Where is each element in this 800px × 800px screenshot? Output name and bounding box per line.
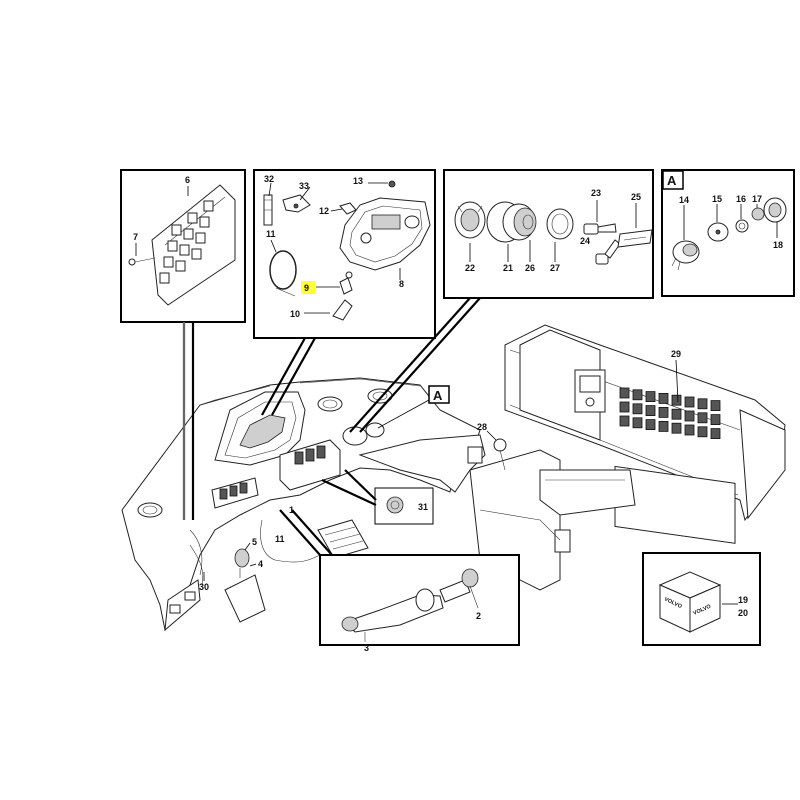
callout-32: 32: [264, 174, 274, 184]
panel-key: [167, 240, 178, 252]
overhead-switch: [710, 428, 721, 440]
overhead-switch: [645, 419, 656, 431]
panel-key: [179, 244, 190, 256]
pedal-group: [317, 519, 369, 559]
callout-7: 7: [133, 232, 138, 242]
panel-key: [183, 228, 194, 240]
overhead-switch: [619, 415, 630, 427]
callout-3: 3: [364, 643, 369, 653]
overhead-switch: [671, 394, 682, 406]
overhead-switch: [619, 387, 630, 399]
overhead-switch: [645, 391, 656, 403]
overhead-switch: [684, 396, 695, 408]
panel-key: [187, 212, 198, 224]
panel-key: [203, 200, 214, 212]
switch-grid: [619, 387, 721, 440]
callout-2: 2: [476, 611, 481, 621]
keypad-panel: [151, 184, 236, 306]
callout-31: 31: [418, 502, 428, 512]
volvo-kit-box-icon: VOLVO VOLVO: [658, 571, 722, 633]
callout-29: 29: [671, 349, 681, 359]
overhead-switch: [632, 417, 643, 429]
highlight-9: [301, 281, 315, 294]
callout-24: 24: [580, 236, 590, 246]
callout-22: 22: [465, 263, 475, 273]
callout-33: 33: [299, 181, 309, 191]
callout-18: 18: [773, 240, 783, 250]
overhead-switch: [658, 420, 669, 432]
overhead-switch: [658, 392, 669, 404]
view-marker-a-main: A: [433, 388, 443, 403]
overhead-switch: [671, 408, 682, 420]
callout-21: 21: [503, 263, 513, 273]
callout-12: 12: [319, 206, 329, 216]
detail-box-cluster: [253, 169, 436, 339]
panel-key: [159, 272, 170, 284]
callout-1: 1: [289, 505, 294, 515]
overhead-switch: [697, 398, 708, 410]
panel-key: [199, 216, 210, 228]
callout-26: 26: [525, 263, 535, 273]
key-icon: [583, 223, 617, 235]
callout-11-main: 11: [275, 534, 285, 544]
callout-10: 10: [290, 309, 300, 319]
callout-20: 20: [738, 608, 748, 618]
callout-27: 27: [550, 263, 560, 273]
callout-labels: 6 7 32 33 13 12 11 9 8 10 22 21 26 27 23…: [133, 173, 783, 653]
overhead-switch: [632, 403, 643, 415]
view-marker-a: A: [667, 173, 677, 188]
callout-25: 25: [631, 192, 641, 202]
overhead-switch: [632, 389, 643, 401]
panel-key: [175, 260, 186, 272]
callout-15: 15: [712, 194, 722, 204]
overhead-switch: [671, 422, 682, 434]
callout-19: 19: [738, 595, 748, 605]
detail-box-view-a: [661, 169, 795, 297]
callout-13: 13: [353, 176, 363, 186]
callout-11: 11: [266, 229, 276, 239]
overhead-switch: [684, 410, 695, 422]
callout-30: 30: [199, 582, 209, 592]
callout-5: 5: [252, 537, 257, 547]
overhead-switch: [645, 405, 656, 417]
callout-16: 16: [736, 194, 746, 204]
plug-4: [224, 548, 266, 623]
panel-key: [163, 256, 174, 268]
overhead-switch: [619, 401, 630, 413]
overhead-switch: [684, 424, 695, 436]
panel-key: [171, 224, 182, 236]
leader-lines: [182, 297, 481, 556]
detail-box-ignition: [443, 169, 654, 299]
callout-23: 23: [591, 188, 601, 198]
callout-9: 9: [304, 283, 309, 293]
detail-box-kit: VOLVO VOLVO: [642, 552, 761, 646]
callout-4: 4: [258, 559, 263, 569]
overhead-switch: [697, 412, 708, 424]
callout-6: 6: [185, 175, 190, 185]
connector-31: [374, 487, 434, 525]
panel-key: [195, 232, 206, 244]
panel-key: [191, 248, 202, 260]
callout-17: 17: [752, 194, 762, 204]
view-marker-box: [428, 385, 450, 404]
overhead-switch: [697, 426, 708, 438]
detail-box-switch: [319, 554, 520, 646]
callout-28: 28: [477, 422, 487, 432]
detail-box-panel: [120, 169, 246, 323]
overhead-switch: [658, 406, 669, 418]
callout-8: 8: [399, 279, 404, 289]
callout-14: 14: [679, 195, 689, 205]
overhead-switch: [710, 400, 721, 412]
overhead-switch: [710, 414, 721, 426]
